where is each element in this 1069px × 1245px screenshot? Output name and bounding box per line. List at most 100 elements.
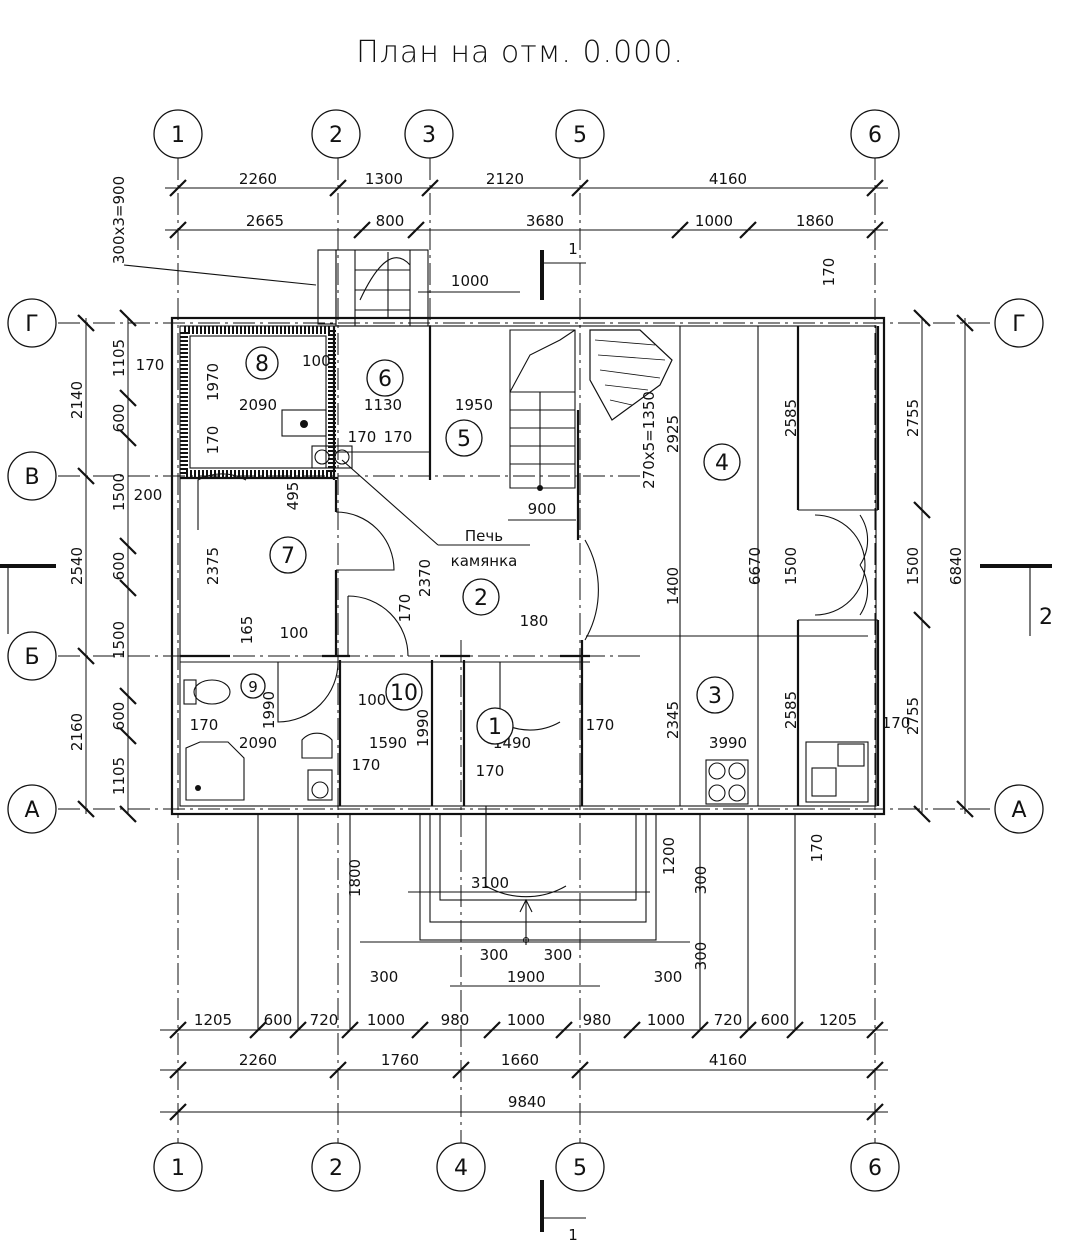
svg-text:165: 165	[238, 616, 256, 645]
svg-text:2665: 2665	[246, 212, 284, 230]
svg-text:100: 100	[358, 691, 387, 709]
svg-text:1950: 1950	[455, 396, 493, 414]
svg-text:2260: 2260	[239, 1051, 277, 1069]
svg-text:1500: 1500	[110, 473, 128, 511]
svg-text:2090: 2090	[239, 396, 277, 414]
svg-text:170: 170	[204, 426, 222, 455]
svg-text:9840: 9840	[508, 1093, 546, 1111]
svg-text:900: 900	[528, 500, 557, 518]
axis-label: 1	[171, 123, 185, 148]
svg-text:720: 720	[310, 1011, 339, 1029]
svg-text:300: 300	[654, 968, 683, 986]
dimension-ticks	[77, 179, 974, 1121]
svg-text:2370: 2370	[416, 559, 434, 597]
room-number: 1	[488, 715, 502, 740]
dimensions-porch: 1800 3100 1200 300 300 300 300 1900 300 …	[346, 837, 710, 987]
svg-text:720: 720	[714, 1011, 743, 1029]
axis-label: 5	[573, 123, 587, 148]
dimension-lines	[85, 187, 966, 1113]
axis-label: Б	[24, 645, 39, 670]
axis-label: 4	[454, 1156, 468, 1181]
room-number: 5	[457, 427, 471, 452]
room-number: 8	[255, 352, 269, 377]
svg-text:1660: 1660	[501, 1051, 539, 1069]
svg-text:170: 170	[882, 714, 911, 732]
svg-text:600: 600	[761, 1011, 790, 1029]
svg-text:170: 170	[396, 594, 414, 623]
dimensions-bottom: 1205 600 720 1000 980 1000 980 1000 720 …	[194, 1011, 857, 1111]
svg-text:Печь: Печь	[465, 527, 503, 545]
svg-text:170: 170	[586, 716, 615, 734]
dimensions-left: 1105 600 1500 600 1500 600 1105 2140 254…	[68, 339, 128, 795]
svg-text:2925: 2925	[664, 415, 682, 453]
svg-text:1970: 1970	[204, 363, 222, 401]
axis-label: А	[24, 798, 39, 823]
svg-text:1800: 1800	[346, 859, 364, 897]
axis-label: 2	[329, 1156, 343, 1181]
svg-text:1000: 1000	[451, 272, 489, 290]
exterior-walls	[170, 249, 886, 816]
svg-text:170: 170	[348, 428, 377, 446]
svg-text:300: 300	[370, 968, 399, 986]
svg-text:980: 980	[441, 1011, 470, 1029]
svg-text:980: 980	[583, 1011, 612, 1029]
svg-text:1300: 1300	[365, 170, 403, 188]
svg-text:600: 600	[110, 552, 128, 581]
dimensions-right: 2755 1500 2755 6840	[904, 399, 965, 735]
svg-text:1000: 1000	[367, 1011, 405, 1029]
room-number: 4	[715, 451, 729, 476]
stove-label: Печь камянка	[341, 459, 530, 570]
axis-center-lines	[58, 158, 995, 1145]
svg-text:1760: 1760	[381, 1051, 419, 1069]
axis-label: 6	[868, 1156, 882, 1181]
svg-text:800: 800	[376, 212, 405, 230]
room-number: 2	[474, 586, 488, 611]
svg-text:2345: 2345	[664, 701, 682, 739]
axis-label: А	[1011, 798, 1026, 823]
svg-text:2585: 2585	[782, 691, 800, 729]
room-number: 9	[248, 678, 258, 696]
svg-text:1200: 1200	[660, 837, 678, 875]
dimensions-stair: 300x3=900 1000 270x5=1350 900	[110, 176, 658, 521]
svg-text:1205: 1205	[819, 1011, 857, 1029]
svg-text:2585: 2585	[782, 399, 800, 437]
svg-text:1000: 1000	[695, 212, 733, 230]
svg-text:1590: 1590	[369, 734, 407, 752]
svg-text:100: 100	[302, 352, 331, 370]
svg-text:2: 2	[1039, 605, 1053, 630]
svg-text:1990: 1990	[260, 691, 278, 729]
svg-text:2755: 2755	[904, 697, 922, 735]
svg-text:2260: 2260	[239, 170, 277, 188]
svg-text:1: 1	[568, 1226, 578, 1244]
svg-text:180: 180	[520, 612, 549, 630]
svg-text:1000: 1000	[507, 1011, 545, 1029]
svg-text:300x3=900: 300x3=900	[110, 176, 128, 264]
staircase	[355, 252, 673, 491]
svg-text:1500: 1500	[904, 547, 922, 585]
svg-text:170: 170	[384, 428, 413, 446]
svg-text:300: 300	[692, 942, 710, 971]
room-markers: 1 2 3 4 5 6 7 8 9 10	[240, 346, 741, 745]
svg-text:2375: 2375	[204, 547, 222, 585]
svg-text:1900: 1900	[507, 968, 545, 986]
svg-text:170: 170	[352, 756, 381, 774]
svg-text:6670: 6670	[746, 547, 764, 585]
svg-text:1990: 1990	[414, 709, 432, 747]
svg-text:2755: 2755	[904, 399, 922, 437]
svg-text:1860: 1860	[796, 212, 834, 230]
svg-text:170: 170	[476, 762, 505, 780]
dimensions-interior: 170 1970 2090 170 100 1130 170 170 1950 …	[134, 258, 911, 863]
dimensions-top: 2260 1300 2120 4160 2665 800 3680 1000 1…	[239, 170, 834, 230]
svg-text:100: 100	[280, 624, 309, 642]
plan-title: План на отм. 0.000.	[356, 35, 684, 70]
svg-text:3100: 3100	[471, 874, 509, 892]
room-number: 6	[378, 367, 392, 392]
svg-text:600: 600	[264, 1011, 293, 1029]
svg-text:1: 1	[568, 240, 578, 258]
svg-text:1130: 1130	[364, 396, 402, 414]
svg-text:2090: 2090	[239, 734, 277, 752]
axis-label: 2	[329, 123, 343, 148]
svg-text:1205: 1205	[194, 1011, 232, 1029]
axis-label: В	[24, 465, 39, 490]
